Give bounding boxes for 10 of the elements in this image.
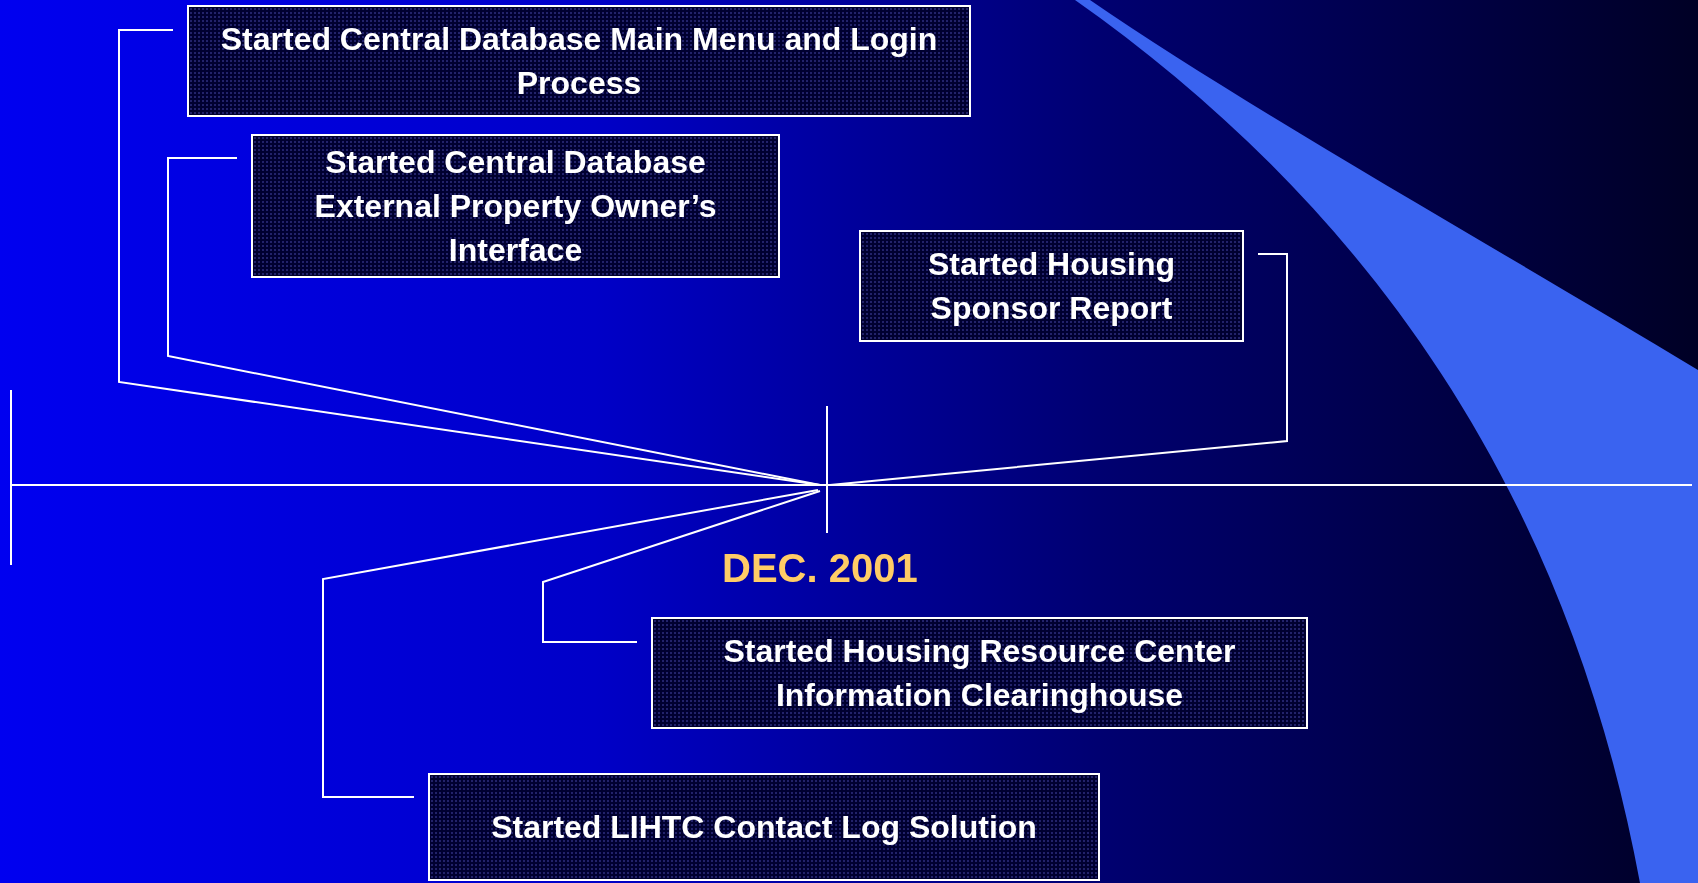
milestone-box: Started Housing Resource Center Information Clearinghouse [651,617,1308,729]
milestone-box: Started LIHTC Contact Log Solution [428,773,1100,881]
milestone-box: Started Housing Sponsor Report [859,230,1244,342]
leader-line [829,253,1288,486]
leader-line [322,489,819,798]
leader-line [167,157,821,486]
leader-line [542,490,821,643]
milestone-box: Started Central Database External Property Owner’s Interface [251,134,780,278]
milestone-box: Started Central Database Main Menu and Login Process [187,5,971,117]
date-label: DEC. 2001 [722,546,918,591]
